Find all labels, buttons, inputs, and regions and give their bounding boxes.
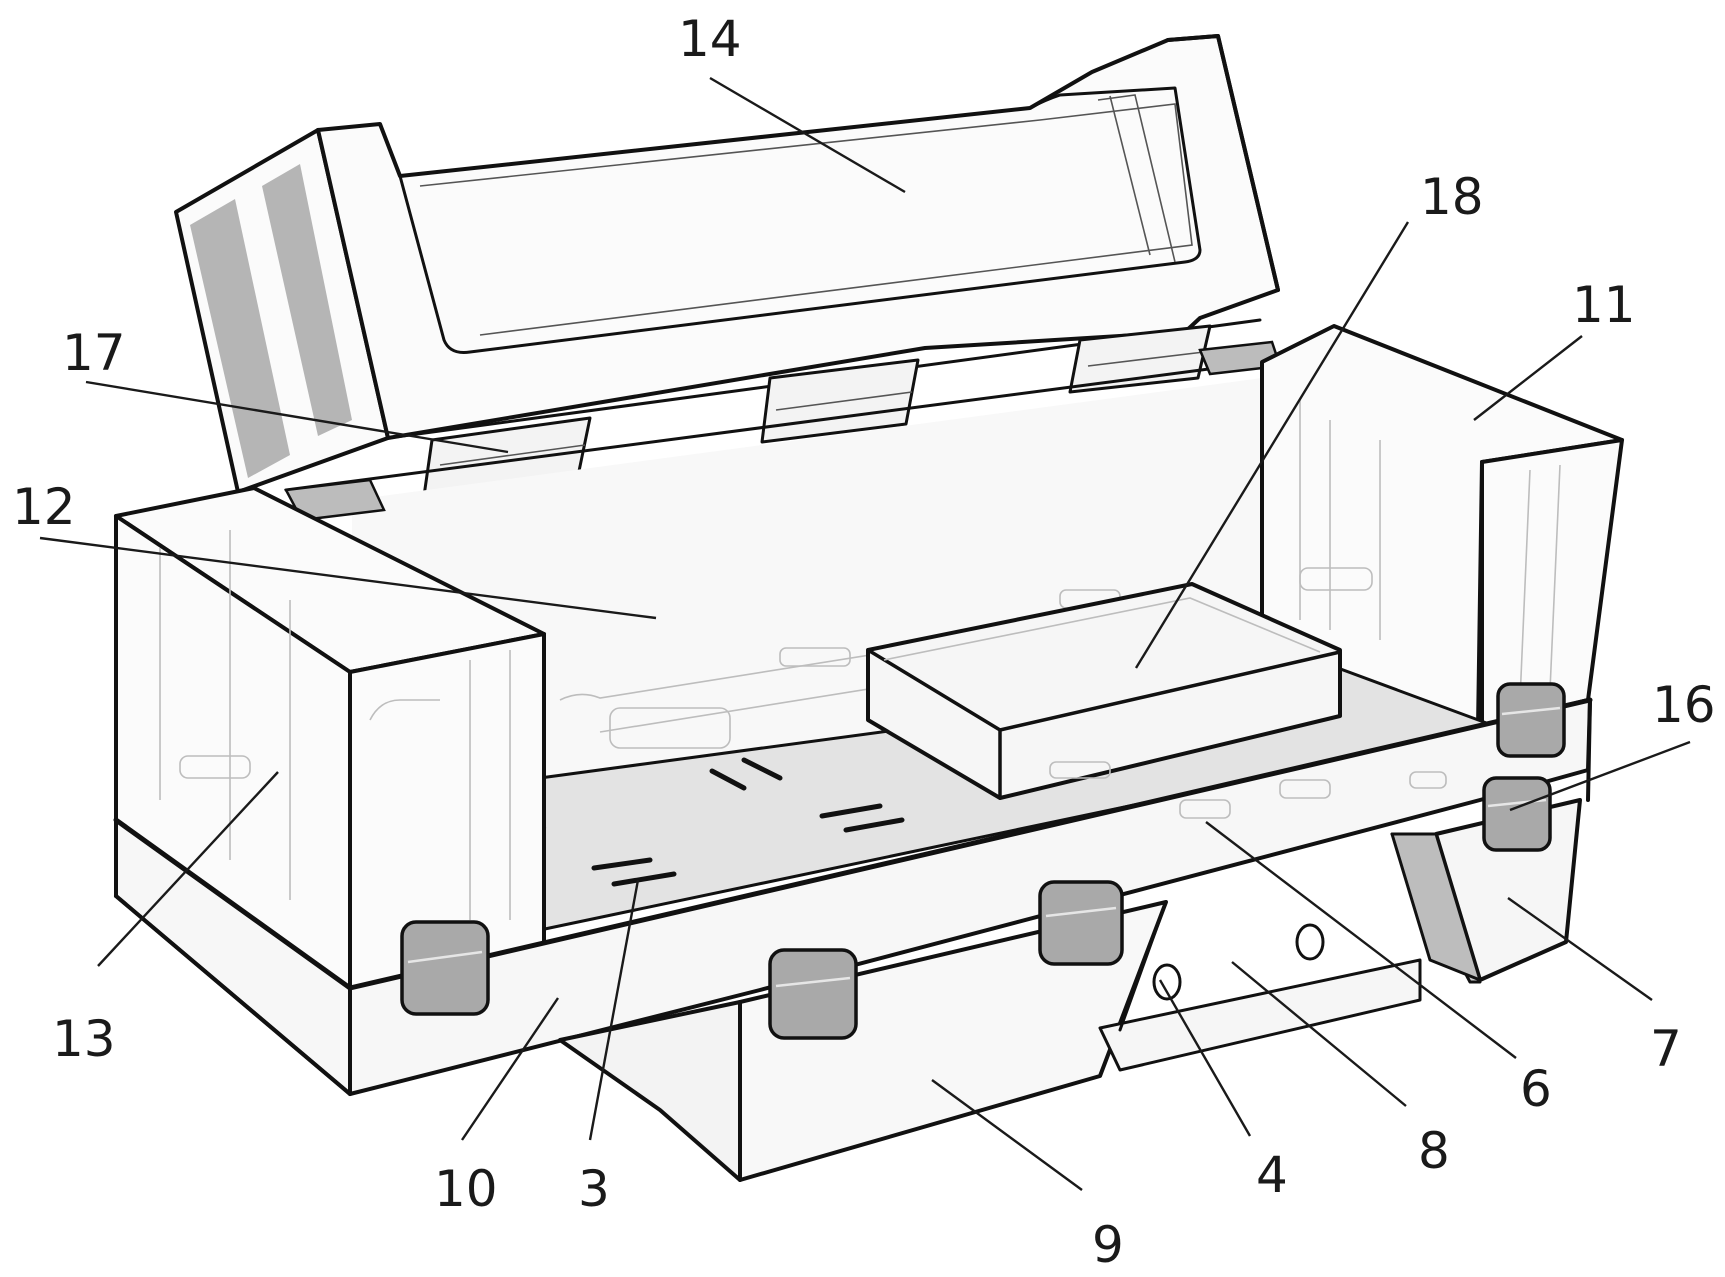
label-13: 13 (52, 1010, 116, 1068)
leader-11 (1473, 335, 1583, 421)
latch-left-front (400, 920, 490, 1016)
reference-labels: 14 18 11 17 12 16 13 7 10 3 6 8 4 9 (12, 10, 1716, 1274)
inner-tray (866, 582, 1342, 800)
leader-6 (1205, 821, 1517, 1059)
leader-8 (1231, 961, 1407, 1107)
label-11: 11 (1572, 276, 1636, 334)
label-4: 4 (1256, 1146, 1288, 1204)
label-14: 14 (678, 10, 742, 68)
leader-7 (1507, 897, 1653, 1001)
leader-13 (97, 771, 279, 967)
label-10: 10 (434, 1160, 498, 1218)
label-7: 7 (1650, 1020, 1682, 1078)
label-9: 9 (1092, 1216, 1124, 1274)
right-compartment (1260, 324, 1624, 732)
leader-14 (709, 76, 906, 194)
latch-center-right (1038, 880, 1124, 966)
leader-lines (39, 76, 1691, 1191)
label-3: 3 (578, 1160, 610, 1218)
leader-17 (85, 380, 509, 454)
leader-10 (461, 997, 559, 1141)
leader-9 (931, 1079, 1083, 1191)
leader-12 (39, 536, 657, 620)
leader-18 (1134, 221, 1410, 669)
label-18: 18 (1420, 168, 1484, 226)
label-16: 16 (1652, 676, 1716, 734)
base-stand (558, 798, 1582, 1182)
leader-4 (1158, 979, 1252, 1137)
label-6: 6 (1520, 1060, 1552, 1118)
leader-16 (1509, 740, 1691, 812)
latch-right-lower (1482, 776, 1552, 852)
latch-right-upper (1496, 682, 1566, 758)
label-12: 12 (12, 478, 76, 536)
label-8: 8 (1418, 1122, 1450, 1180)
hole-4b (1295, 923, 1325, 961)
label-17: 17 (62, 324, 126, 382)
left-compartment (114, 486, 546, 990)
hole-4a (1152, 963, 1182, 1001)
latches (400, 682, 1566, 1040)
leader-3 (588, 879, 640, 1141)
latch-center-front (768, 948, 858, 1040)
